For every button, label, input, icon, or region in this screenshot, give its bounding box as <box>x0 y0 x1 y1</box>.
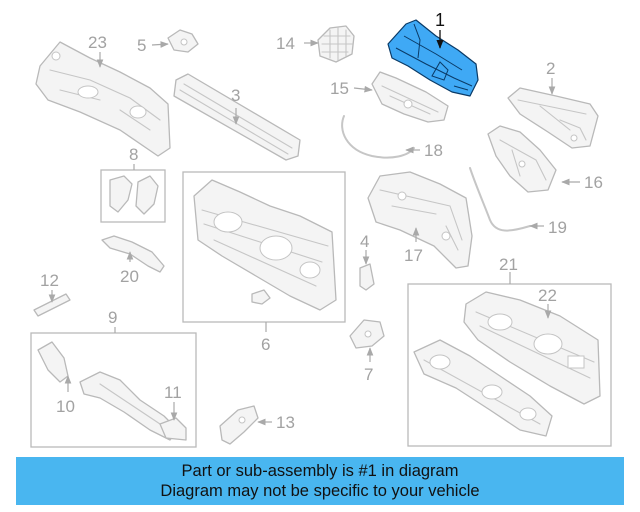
callout-23: 23 <box>88 33 107 52</box>
callout-4: 4 <box>360 232 369 251</box>
callout-7: 7 <box>364 365 373 384</box>
callout-5: 5 <box>137 36 146 55</box>
callout-20: 20 <box>120 267 139 286</box>
part-4-clip[interactable]: 4 <box>359 232 375 291</box>
callout-19: 19 <box>548 218 567 237</box>
part-23-dash-panel[interactable]: 23 <box>35 33 171 157</box>
part-18-cable[interactable]: 18 <box>341 115 443 160</box>
part-14-grille[interactable]: 14 <box>276 25 355 63</box>
part-5-bracket[interactable]: 5 <box>137 29 199 55</box>
callout-12: 12 <box>40 271 59 290</box>
part-2-side-panel[interactable]: 2 <box>507 59 599 149</box>
part-10-bracket: 10 <box>56 375 75 416</box>
part-13-bracket[interactable]: 13 <box>219 405 295 445</box>
part-16-bracket[interactable]: 16 <box>487 125 603 193</box>
part-3-crossmember[interactable]: 3 <box>173 73 301 161</box>
info-banner: Part or sub-assembly is #1 in diagram Di… <box>16 457 624 505</box>
part-1-cowl-panel-highlighted[interactable]: 1 <box>387 10 479 97</box>
callout-6: 6 <box>261 335 270 354</box>
callout-8: 8 <box>129 145 138 164</box>
callout-22: 22 <box>538 286 557 305</box>
part-17-side-extension[interactable]: 17 <box>367 171 473 269</box>
callout-14: 14 <box>276 34 295 53</box>
callout-1: 1 <box>435 10 445 30</box>
callout-11: 11 <box>164 383 182 402</box>
part-20-brace[interactable]: 20 <box>101 235 165 286</box>
callout-3: 3 <box>231 86 240 105</box>
parts-diagram: 23 5 3 14 1 15 2 <box>30 10 612 448</box>
part-21-group[interactable]: 21 22 <box>407 255 612 447</box>
callout-17: 17 <box>404 246 423 265</box>
part-8-group[interactable]: 8 <box>100 145 166 223</box>
callout-10: 10 <box>56 397 75 416</box>
callout-2: 2 <box>546 59 555 78</box>
part-6-dash-panel[interactable]: 6 <box>182 171 346 354</box>
callout-9: 9 <box>108 308 117 327</box>
banner-line-2: Diagram may not be specific to your vehi… <box>160 482 480 500</box>
part-15-cowl-side[interactable]: 15 <box>330 71 449 123</box>
callout-18: 18 <box>424 141 443 160</box>
callout-15: 15 <box>330 79 349 98</box>
part-11-bracket[interactable]: 11 <box>159 383 187 441</box>
part-9-group[interactable]: 9 <box>30 308 197 448</box>
callout-13: 13 <box>276 413 295 432</box>
part-7-bracket[interactable]: 7 <box>349 319 385 384</box>
part-19-cable[interactable]: 19 <box>469 167 567 237</box>
callout-21: 21 <box>499 255 518 274</box>
banner-line-1: Part or sub-assembly is #1 in diagram <box>181 462 459 480</box>
part-12-strip[interactable]: 12 <box>33 271 71 317</box>
callout-16: 16 <box>584 173 603 192</box>
